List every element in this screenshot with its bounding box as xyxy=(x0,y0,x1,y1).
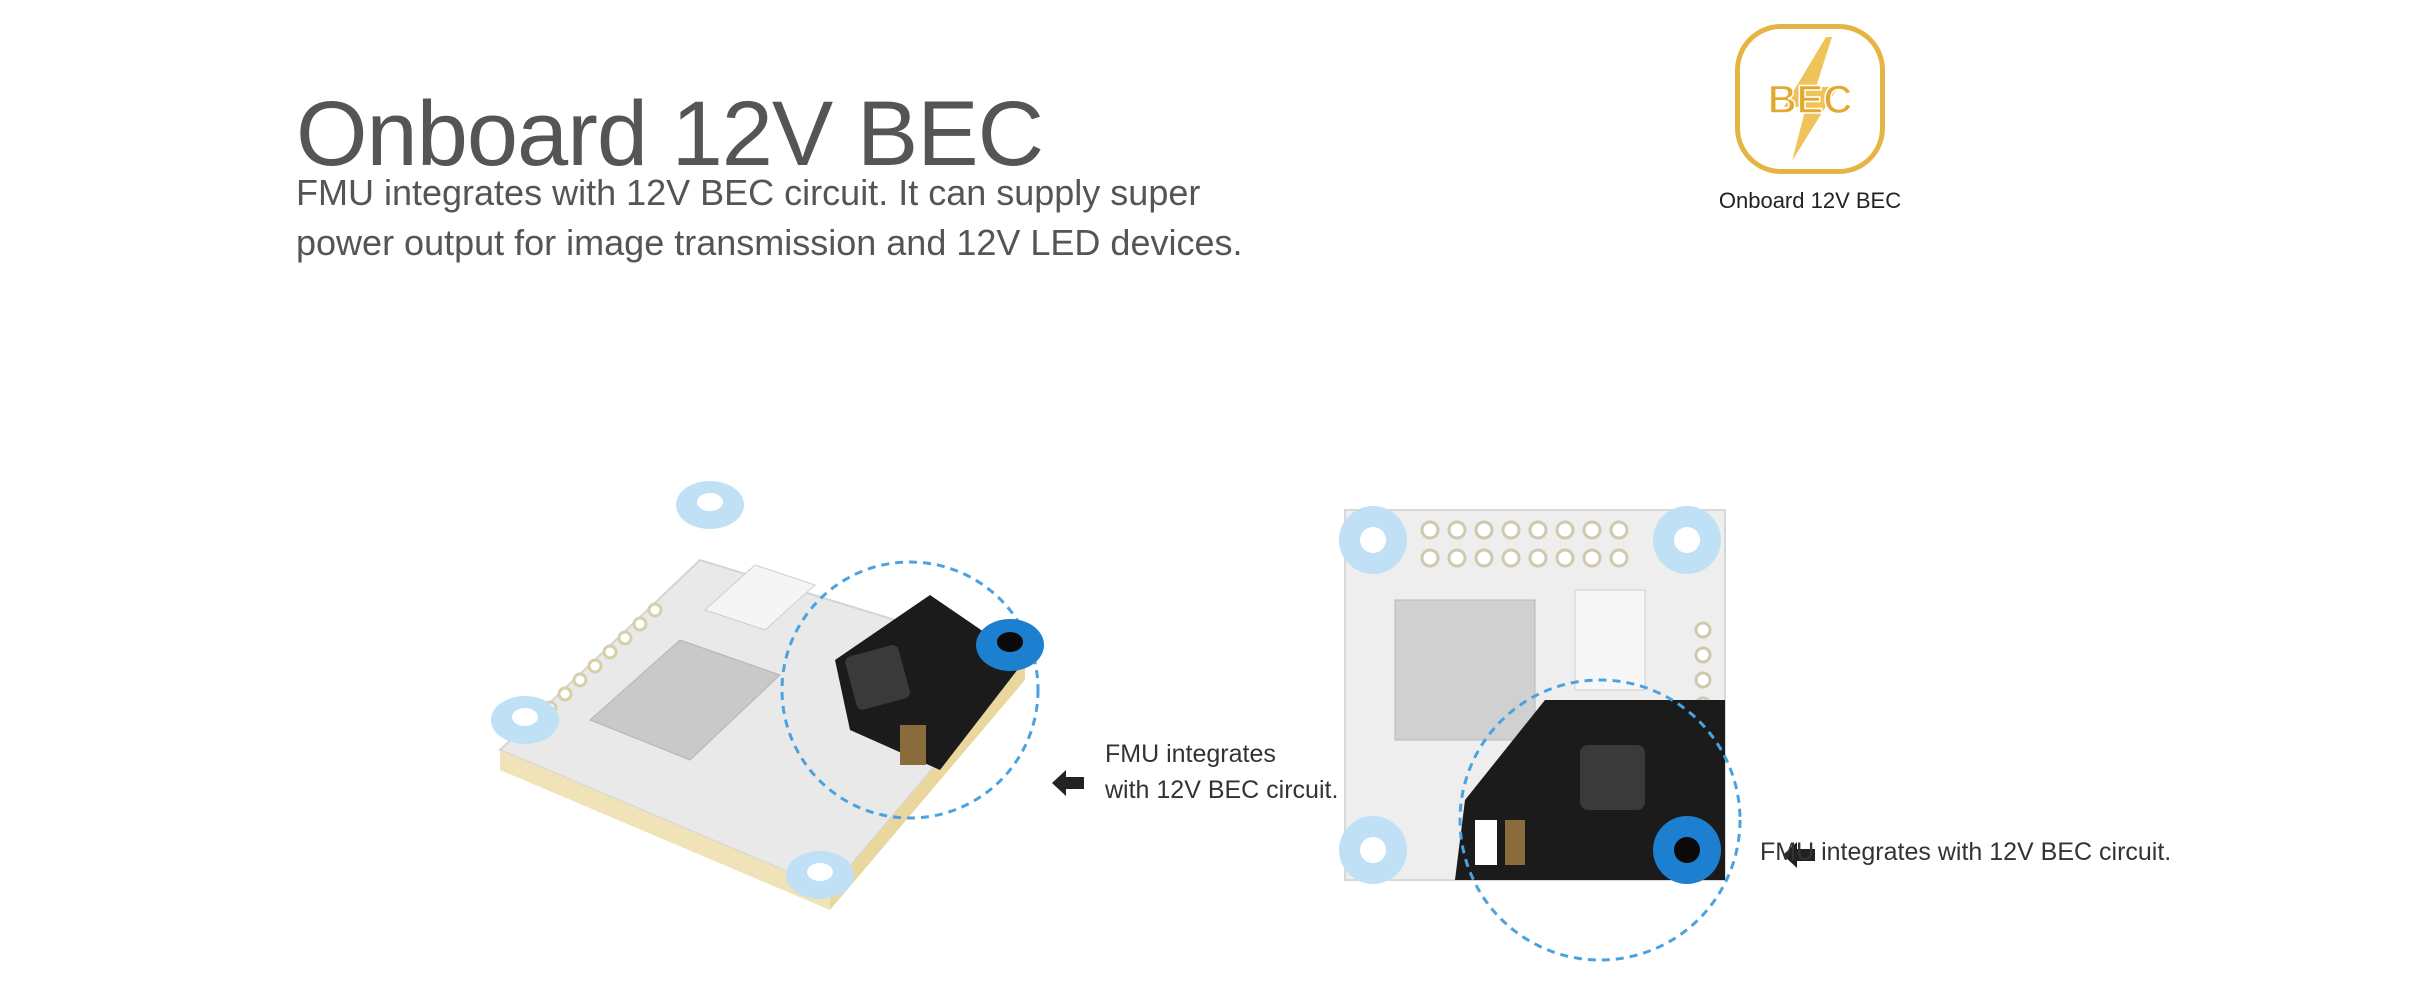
left-callout: FMU integrates with 12V BEC circuit. xyxy=(1105,736,1338,808)
right-arrow-icon xyxy=(1783,842,1815,873)
lightning-bolt-icon: BEC xyxy=(1767,37,1853,161)
fmu-board-top-view xyxy=(1335,500,1755,980)
right-callout: FMU integrates with 12V BEC circuit. xyxy=(1760,838,2172,866)
bec-logo-text: BEC xyxy=(1768,78,1852,122)
badge-caption: Onboard 12V BEC xyxy=(1718,188,1902,213)
left-callout-line1: FMU integrates xyxy=(1105,740,1276,768)
fmu-board-isometric xyxy=(470,470,1070,950)
bec-badge: BEC Onboard 12V BEC xyxy=(1710,24,1910,214)
left-callout-line2: with 12V BEC circuit. xyxy=(1105,776,1339,804)
left-arrow-icon xyxy=(1052,770,1084,801)
page-title: Onboard 12V BEC xyxy=(296,82,1044,185)
page-description: FMU integrates with 12V BEC circuit. It … xyxy=(296,172,1243,263)
bec-logo: BEC xyxy=(1735,24,1885,174)
